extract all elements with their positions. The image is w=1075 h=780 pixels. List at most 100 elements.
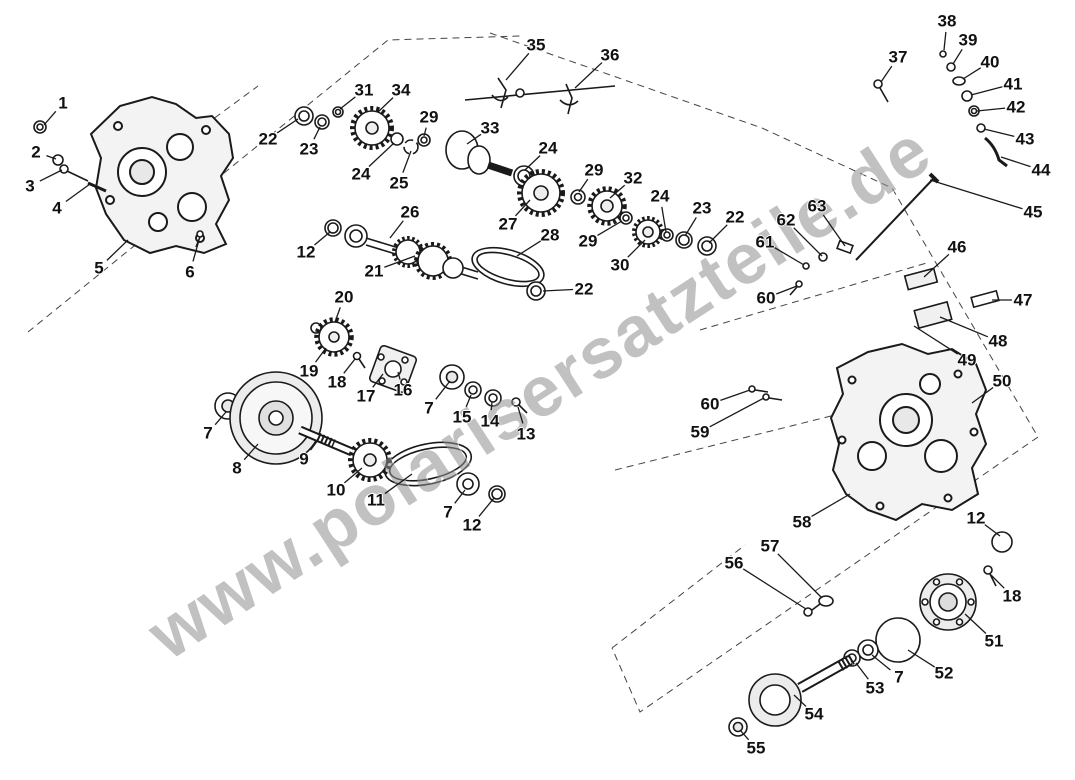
leader-line-54 [793, 694, 807, 707]
callout-12: 12 [966, 508, 986, 528]
leader-line-13 [517, 406, 524, 424]
leader-line-1 [43, 110, 57, 126]
leader-line-57 [777, 553, 823, 599]
callout-50: 50 [992, 371, 1012, 391]
callout-4: 4 [52, 198, 62, 218]
callout-9: 9 [299, 449, 309, 469]
leader-line-16 [397, 371, 401, 380]
callout-30: 30 [610, 255, 630, 275]
callout-51: 51 [984, 631, 1004, 651]
leader-line-20 [334, 307, 341, 323]
leader-line-51 [964, 613, 987, 634]
shift-linkage-drawing [855, 50, 1008, 261]
leader-line-2 [46, 155, 57, 160]
leader-line-29 [578, 178, 589, 193]
callout-47: 47 [1013, 290, 1033, 310]
leader-line-7 [454, 489, 466, 504]
leader-line-24 [368, 142, 395, 167]
leader-line-21 [384, 255, 416, 268]
callout-57: 57 [760, 536, 780, 556]
callout-10: 10 [326, 480, 346, 500]
leader-line-49 [913, 325, 959, 355]
callout-6: 6 [185, 262, 195, 282]
callout-55: 55 [746, 738, 766, 758]
callout-24: 24 [351, 164, 371, 184]
leader-line-22 [276, 118, 299, 134]
clutch-pulley-drawing [214, 371, 506, 503]
callout-12: 12 [296, 242, 316, 262]
leader-line-29 [597, 220, 623, 236]
leader-line-37 [880, 65, 893, 83]
leader-line-31 [339, 96, 356, 110]
callout-37: 37 [888, 47, 908, 67]
callout-1: 1 [58, 93, 68, 113]
leader-line-14 [490, 401, 493, 411]
callout-24: 24 [650, 186, 670, 206]
leader-line-25 [402, 150, 412, 173]
leader-line-56 [742, 568, 807, 610]
leader-line-36 [574, 62, 603, 89]
leader-line-52 [907, 649, 936, 668]
callout-44: 44 [1031, 160, 1051, 180]
leader-line-12 [478, 497, 495, 517]
callout-58: 58 [792, 512, 812, 532]
leader-line-18 [990, 574, 1005, 589]
input-shaft-gear-train-drawing [294, 106, 717, 256]
leader-line-24 [661, 206, 667, 233]
callout-12: 12 [462, 515, 482, 535]
leader-line-22 [708, 224, 728, 244]
construction-lines [27, 32, 1039, 713]
callout-5: 5 [94, 258, 104, 278]
leader-line-44 [1000, 156, 1031, 168]
callout-20: 20 [334, 287, 354, 307]
leader-line-43 [983, 128, 1015, 138]
callout-42: 42 [1006, 97, 1026, 117]
callout-46: 46 [947, 237, 967, 257]
callout-34: 34 [391, 80, 411, 100]
leader-line-38 [943, 31, 947, 51]
right-gearcase-drawing [829, 342, 988, 522]
leader-line-26 [389, 220, 404, 239]
leader-line-33 [466, 133, 482, 145]
callout-15: 15 [452, 407, 472, 427]
leader-line-15 [465, 394, 472, 408]
leader-line-53 [855, 662, 869, 680]
callout-7: 7 [424, 398, 434, 418]
leader-line-4 [65, 183, 91, 203]
callout-43: 43 [1015, 129, 1035, 149]
callout-49: 49 [957, 350, 977, 370]
callout-16: 16 [393, 380, 413, 400]
leader-line-7 [435, 380, 451, 400]
leader-line-24 [524, 155, 541, 171]
callout-33: 33 [480, 118, 500, 138]
callout-22: 22 [725, 207, 745, 227]
leader-line-22 [542, 288, 574, 292]
callout-17: 17 [356, 386, 376, 406]
callout-7: 7 [203, 423, 213, 443]
leader-line-3 [39, 169, 63, 182]
leader-line-23 [684, 217, 697, 237]
leader-line-50 [971, 386, 994, 404]
leader-line-7 [214, 411, 227, 426]
callout-60: 60 [756, 288, 776, 308]
callout-45: 45 [1023, 202, 1043, 222]
callout-11: 11 [367, 490, 385, 510]
callout-38: 38 [937, 11, 957, 31]
leader-line-28 [516, 240, 542, 257]
callout-36: 36 [600, 45, 620, 65]
countershaft-drawing [324, 219, 546, 301]
leader-line-32 [609, 184, 626, 199]
left-gearcase-drawing [89, 95, 235, 255]
leader-line-11 [384, 473, 413, 495]
leader-line-35 [505, 52, 530, 81]
callout-60: 60 [700, 394, 720, 414]
leader-line-5 [106, 239, 129, 261]
leader-line-42 [976, 107, 1006, 112]
leader-line-17 [372, 373, 384, 388]
leader-line-18 [343, 358, 356, 374]
leader-line-30 [627, 239, 646, 258]
